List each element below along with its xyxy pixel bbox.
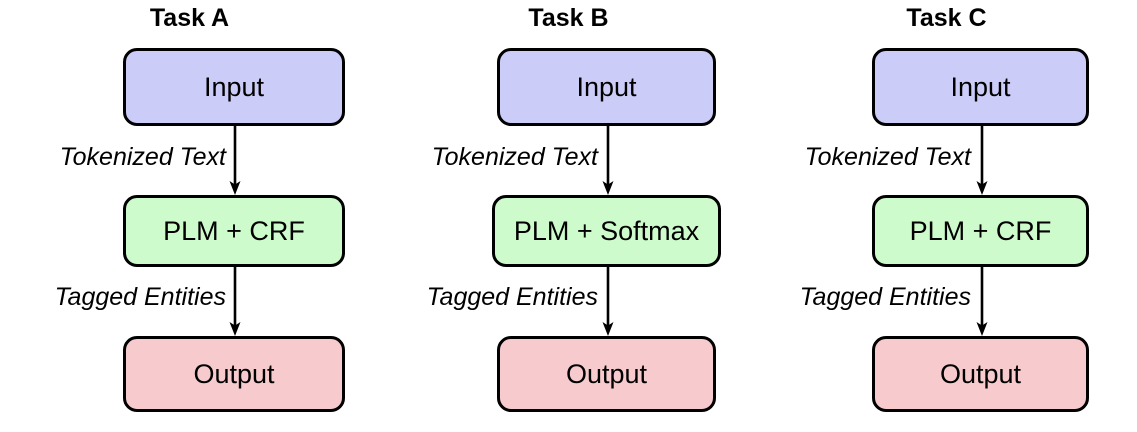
node-output-label: Output [193, 358, 275, 389]
node-output-task-c[interactable]: Output [872, 336, 1089, 412]
edge-label-tokenized-text-task-a: Tokenized Text [59, 143, 226, 171]
panel-title-task-a: Task A [149, 4, 230, 32]
edge-label-tagged-entities-task-c: Tagged Entities [799, 283, 971, 311]
panel-task-b: Task B Input Tokenized Text PLM + Softma… [379, 0, 758, 432]
arrow-input-to-model-task-a [229, 126, 241, 195]
node-output-task-b[interactable]: Output [497, 336, 716, 412]
node-input-task-b[interactable]: Input [497, 48, 716, 126]
node-model-task-c[interactable]: PLM + CRF [872, 195, 1089, 267]
arrow-model-to-output-task-b [602, 267, 614, 336]
node-output-label: Output [565, 358, 648, 389]
edge-label-tagged-entities-task-a: Tagged Entities [54, 283, 226, 311]
node-model-task-b[interactable]: PLM + Softmax [492, 195, 721, 267]
node-output-label: Output [939, 358, 1022, 389]
node-input-label: Input [203, 71, 265, 102]
node-model-task-a[interactable]: PLM + CRF [123, 195, 345, 267]
panel-title-task-c: Task C [906, 4, 987, 32]
panel-task-c: Task C Input Tokenized Text PLM + CRF Ta… [757, 0, 1136, 432]
node-input-task-a[interactable]: Input [123, 48, 345, 126]
node-model-label: PLM + Softmax [513, 215, 700, 246]
arrow-input-to-model-task-c [976, 126, 988, 195]
node-input-label: Input [950, 71, 1011, 102]
edge-label-tokenized-text-task-b: Tokenized Text [431, 143, 598, 171]
node-output-task-a[interactable]: Output [123, 336, 345, 412]
arrow-model-to-output-task-c [976, 267, 988, 336]
panel-task-a: Task A Input Tokenized Text PLM + CRF Ta… [0, 0, 379, 432]
node-input-label: Input [576, 71, 637, 102]
node-model-label: PLM + CRF [163, 215, 305, 246]
arrow-model-to-output-task-a [229, 267, 241, 336]
node-model-label: PLM + CRF [909, 215, 1052, 246]
edge-label-tokenized-text-task-c: Tokenized Text [804, 143, 971, 171]
edge-label-tagged-entities-task-b: Tagged Entities [426, 283, 598, 311]
arrow-input-to-model-task-b [602, 126, 614, 195]
panel-title-task-b: Task B [528, 4, 609, 32]
node-input-task-c[interactable]: Input [872, 48, 1089, 126]
